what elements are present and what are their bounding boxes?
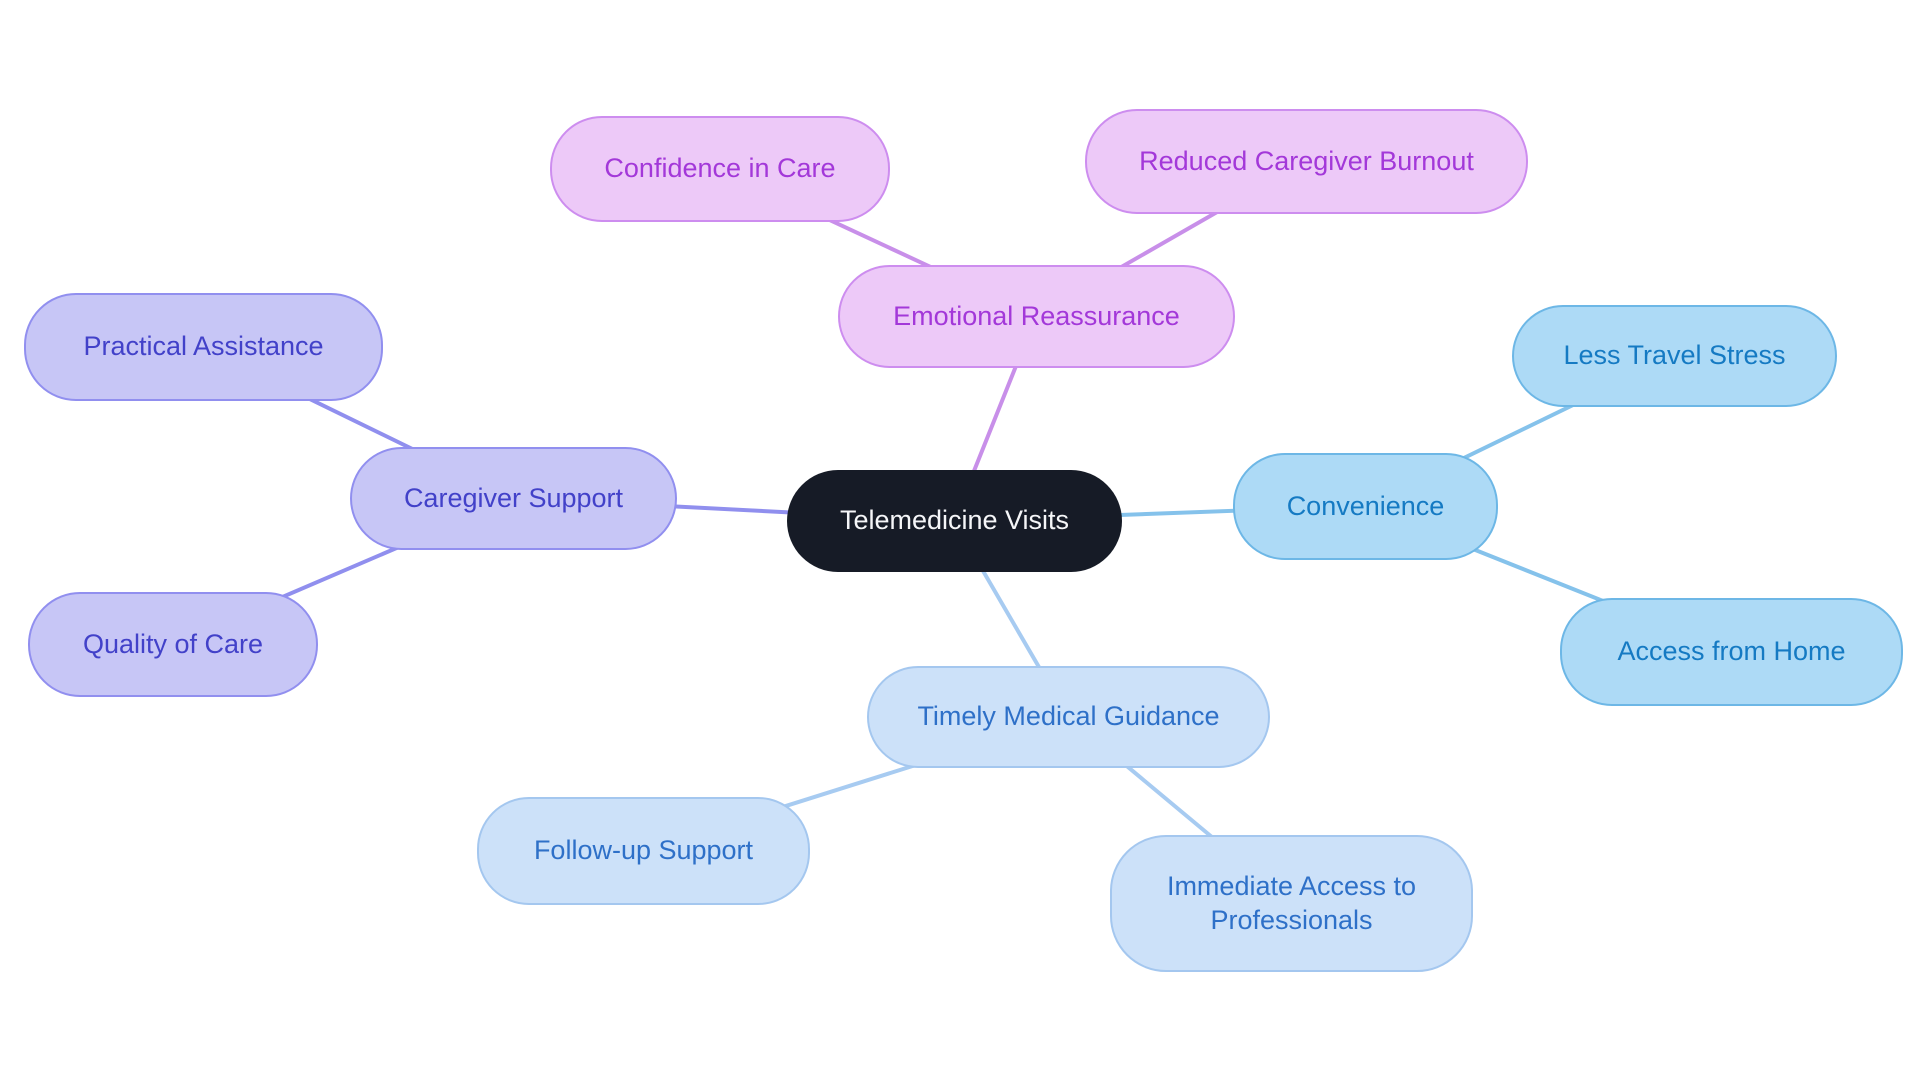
node-reduced-caregiver-burnout: Reduced Caregiver Burnout — [1085, 109, 1528, 214]
node-label-timely-medical-guidance: Timely Medical Guidance — [917, 701, 1220, 732]
node-timely-medical-guidance: Timely Medical Guidance — [867, 666, 1270, 768]
node-label-reduced-caregiver-burnout: Reduced Caregiver Burnout — [1139, 145, 1474, 176]
node-quality-of-care: Quality of Care — [28, 592, 318, 697]
node-less-travel-stress: Less Travel Stress — [1512, 305, 1837, 407]
node-convenience: Convenience — [1233, 453, 1498, 560]
node-telemedicine-visits: Telemedicine Visits — [787, 470, 1122, 572]
node-label-follow-up-support: Follow-up Support — [533, 835, 754, 866]
node-immediate-access-to-professionals: Immediate Access to Professionals — [1110, 835, 1473, 972]
node-label-less-travel-stress: Less Travel Stress — [1563, 340, 1786, 371]
node-access-from-home: Access from Home — [1560, 598, 1903, 706]
node-label-convenience: Convenience — [1286, 490, 1445, 521]
node-label-telemedicine-visits: Telemedicine Visits — [839, 505, 1070, 536]
node-label-practical-assistance: Practical Assistance — [83, 331, 324, 362]
node-label-access-from-home: Access from Home — [1617, 636, 1846, 667]
node-label-quality-of-care: Quality of Care — [82, 628, 264, 659]
node-practical-assistance: Practical Assistance — [24, 293, 383, 401]
node-emotional-reassurance: Emotional Reassurance — [838, 265, 1235, 368]
node-caregiver-support: Caregiver Support — [350, 447, 677, 550]
node-confidence-in-care: Confidence in Care — [550, 116, 890, 222]
node-label-confidence-in-care: Confidence in Care — [604, 153, 836, 184]
node-label-emotional-reassurance: Emotional Reassurance — [893, 300, 1180, 331]
node-label-immediate-access-to-professionals: Immediate Access to Professionals — [1166, 870, 1417, 935]
node-label-caregiver-support: Caregiver Support — [403, 482, 624, 513]
node-follow-up-support: Follow-up Support — [477, 797, 810, 905]
